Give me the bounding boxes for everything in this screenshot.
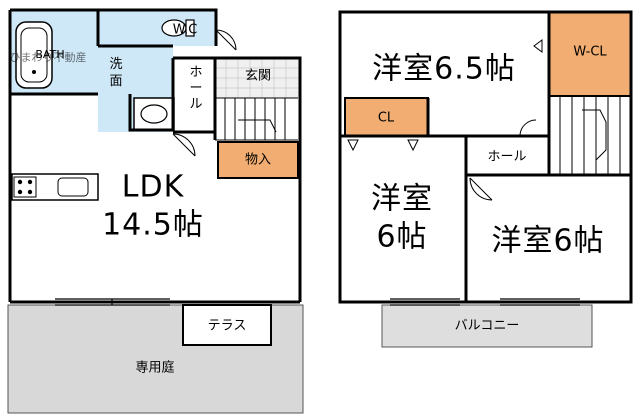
watermark-label: ひまわり不動産 bbox=[10, 50, 87, 64]
windows-floor2 bbox=[390, 298, 580, 306]
stairs-floor2 bbox=[549, 95, 631, 175]
wc-room bbox=[98, 10, 216, 46]
bathtub bbox=[15, 21, 53, 89]
private-garden-label: 専用庭 bbox=[135, 360, 174, 376]
room-a-label: 洋室6.5帖 bbox=[372, 52, 516, 87]
toilet-tank bbox=[185, 19, 195, 37]
room-b-label-line1: 洋室 bbox=[371, 182, 433, 217]
stove-icon bbox=[13, 176, 37, 198]
hall-floor2-label: ホール bbox=[487, 150, 526, 165]
sink-icon bbox=[57, 177, 89, 197]
entrance-tile-grid bbox=[215, 58, 300, 98]
bathtub-inner bbox=[20, 27, 48, 83]
room-b-label-line2: 6帖 bbox=[376, 220, 427, 255]
walk-in-closet-label: W-CL bbox=[573, 45, 607, 60]
door-swings-floor2 bbox=[347, 39, 543, 201]
bath-label: BATH bbox=[35, 48, 64, 61]
terrace-label: テラス bbox=[208, 319, 247, 334]
stove-burners bbox=[17, 179, 33, 195]
balcony-label: バルコニー bbox=[455, 319, 520, 334]
bath-drain bbox=[32, 70, 36, 74]
door-swings-floor1 bbox=[172, 29, 237, 157]
terrace-area bbox=[182, 304, 272, 346]
ldk-label-line1: LDK bbox=[122, 170, 185, 205]
stairs-floor1 bbox=[215, 97, 298, 141]
room-c-label: 洋室6帖 bbox=[491, 224, 604, 259]
walls-floor1 bbox=[8, 8, 302, 304]
windows-floor1 bbox=[55, 298, 170, 306]
washroom-label: 洗面 bbox=[109, 57, 122, 89]
storage-room bbox=[217, 141, 299, 179]
storage-label: 物入 bbox=[245, 153, 271, 168]
washbasin-bowl bbox=[140, 104, 168, 124]
wc-label: W.C bbox=[173, 23, 198, 38]
ldk-label-line2: 14.5帖 bbox=[102, 208, 204, 243]
closet-label: CL bbox=[378, 111, 395, 126]
walls-floor2 bbox=[338, 10, 633, 304]
entrance-label: 玄関 bbox=[245, 69, 271, 84]
balcony-area bbox=[381, 304, 593, 348]
hall-floor1-label: ホール bbox=[189, 65, 202, 112]
